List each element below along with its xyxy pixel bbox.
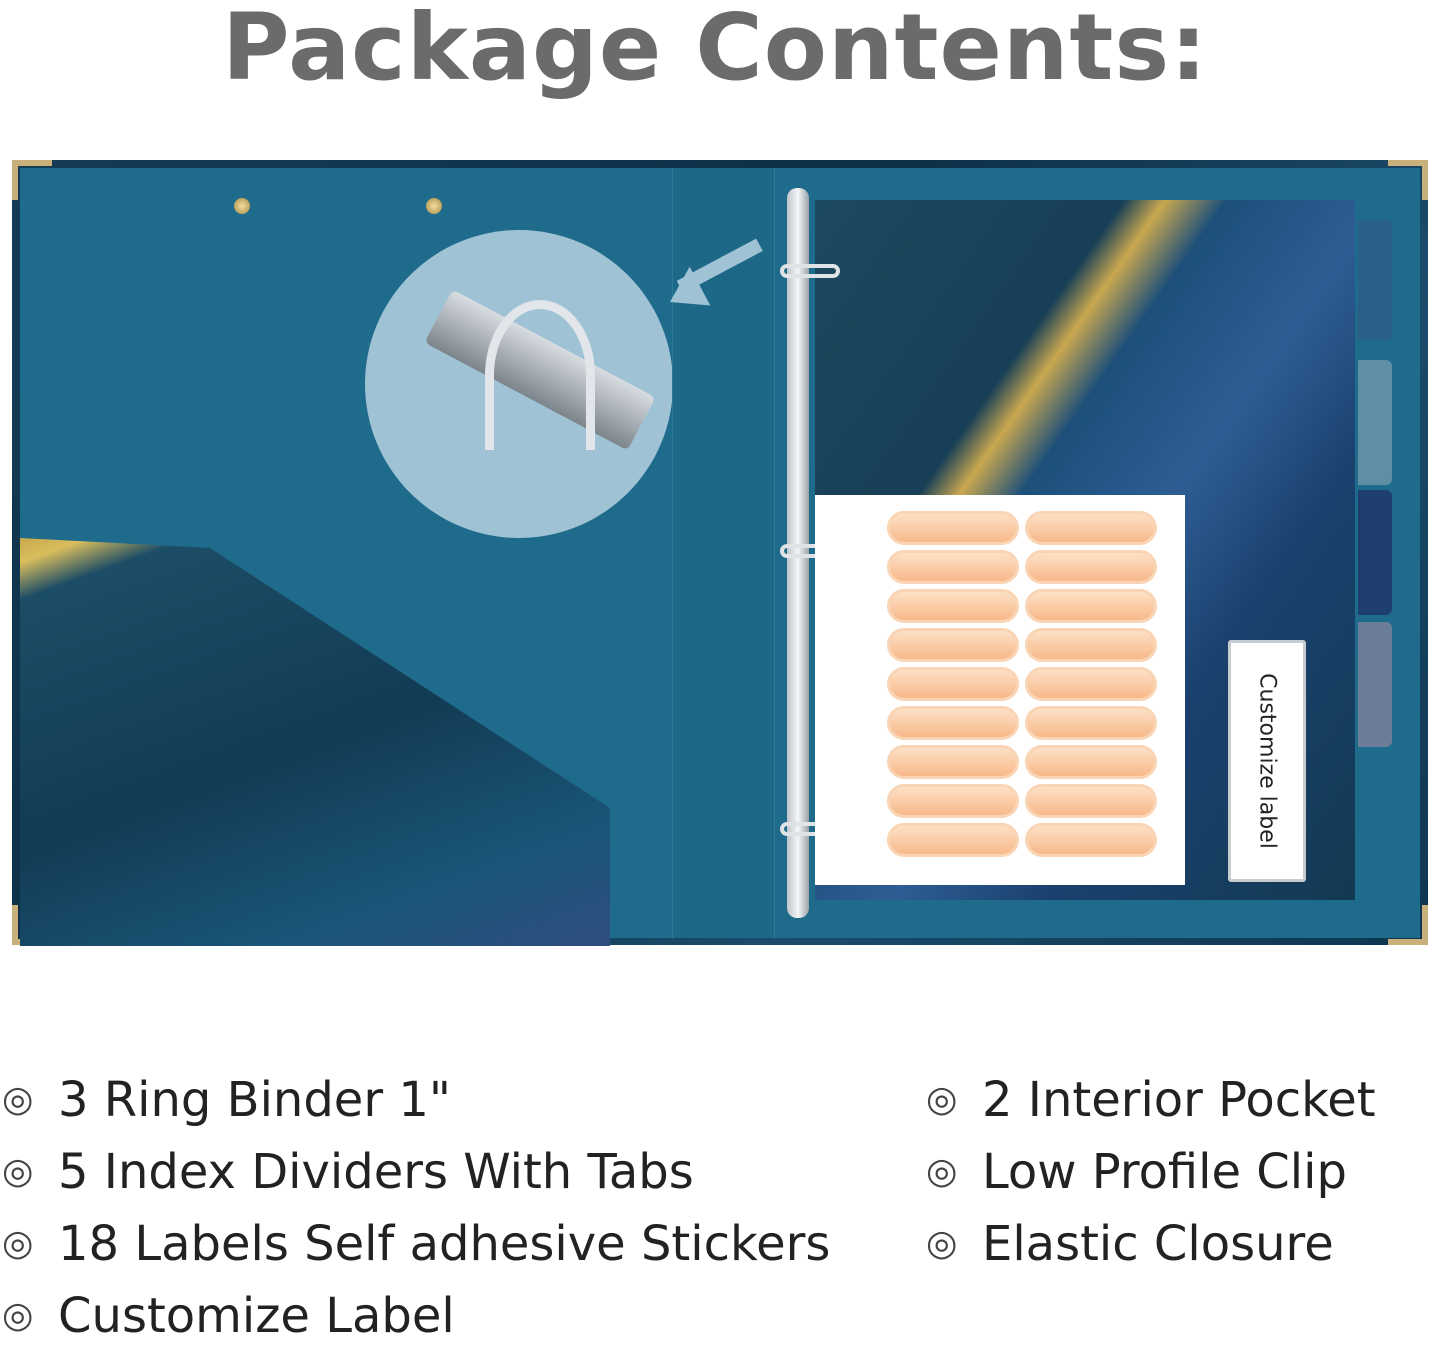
- sticker-label: [1025, 823, 1157, 857]
- sticker-sheet: [815, 495, 1185, 885]
- ring-detail: [485, 300, 595, 450]
- bullet-icon: ◎: [926, 1151, 958, 1192]
- divider-tab: [1358, 220, 1392, 340]
- binder-spine: [672, 168, 775, 938]
- corner-protector: [1388, 160, 1428, 200]
- customize-label-text: Customize label: [1254, 673, 1280, 849]
- rivet: [426, 198, 442, 214]
- sticker-label: [1025, 706, 1157, 740]
- item-text: Low Profile Clip: [982, 1144, 1347, 1200]
- sticker-label: [1025, 784, 1157, 818]
- sticker-label: [887, 784, 1019, 818]
- list-item: ◎ Low Profile Clip: [926, 1136, 1376, 1208]
- divider-tab: [1358, 360, 1392, 485]
- sticker-label: [1025, 745, 1157, 779]
- sticker-label: [887, 667, 1019, 701]
- bullet-icon: ◎: [2, 1295, 34, 1336]
- list-item: ◎ Elastic Closure: [926, 1208, 1376, 1280]
- rivet: [234, 198, 250, 214]
- sticker-label: [1025, 628, 1157, 662]
- divider-tab: [1358, 490, 1392, 615]
- bullet-icon: ◎: [2, 1079, 34, 1120]
- binder-image: Customize label: [12, 160, 1428, 946]
- contents-list-left: ◎ 3 Ring Binder 1" ◎ 5 Index Dividers With…: [2, 1064, 830, 1352]
- sticker-label: [1025, 511, 1157, 545]
- item-text: 2 Interior Pocket: [982, 1072, 1376, 1128]
- sticker-label: [887, 745, 1019, 779]
- sticker-label: [887, 706, 1019, 740]
- sticker-label: [887, 823, 1019, 857]
- customize-label-card: Customize label: [1228, 640, 1306, 882]
- sticker-label: [1025, 550, 1157, 584]
- contents-list-right: ◎ 2 Interior Pocket ◎ Low Profile Clip ◎ El…: [926, 1064, 1376, 1280]
- page-title: Package Contents:: [222, 0, 1208, 101]
- list-item: ◎ Customize Label: [2, 1280, 830, 1352]
- item-text: 18 Labels Self adhesive Stickers: [58, 1216, 831, 1272]
- interior-pocket: [20, 538, 610, 946]
- item-text: Customize Label: [58, 1288, 455, 1344]
- sticker-label: [887, 511, 1019, 545]
- list-item: ◎ 3 Ring Binder 1": [2, 1064, 830, 1136]
- corner-protector: [1388, 905, 1428, 945]
- item-text: 5 Index Dividers With Tabs: [58, 1144, 694, 1200]
- bullet-icon: ◎: [2, 1223, 34, 1264]
- bullet-icon: ◎: [2, 1151, 34, 1192]
- divider-tab: [1358, 622, 1392, 747]
- item-text: Elastic Closure: [982, 1216, 1334, 1272]
- ring-bar: [787, 188, 809, 918]
- list-item: ◎ 2 Interior Pocket: [926, 1064, 1376, 1136]
- item-text: 3 Ring Binder 1": [58, 1072, 451, 1128]
- clip-detail-inset: [365, 230, 673, 538]
- sticker-label: [887, 550, 1019, 584]
- list-item: ◎ 5 Index Dividers With Tabs: [2, 1136, 830, 1208]
- sticker-label: [1025, 589, 1157, 623]
- sticker-label: [887, 628, 1019, 662]
- corner-protector: [12, 160, 52, 200]
- bullet-icon: ◎: [926, 1223, 958, 1264]
- sticker-label: [1025, 667, 1157, 701]
- bullet-icon: ◎: [926, 1079, 958, 1120]
- list-item: ◎ 18 Labels Self adhesive Stickers: [2, 1208, 830, 1280]
- inner-left-cover: [20, 168, 673, 946]
- ring: [780, 264, 840, 278]
- sticker-label: [887, 589, 1019, 623]
